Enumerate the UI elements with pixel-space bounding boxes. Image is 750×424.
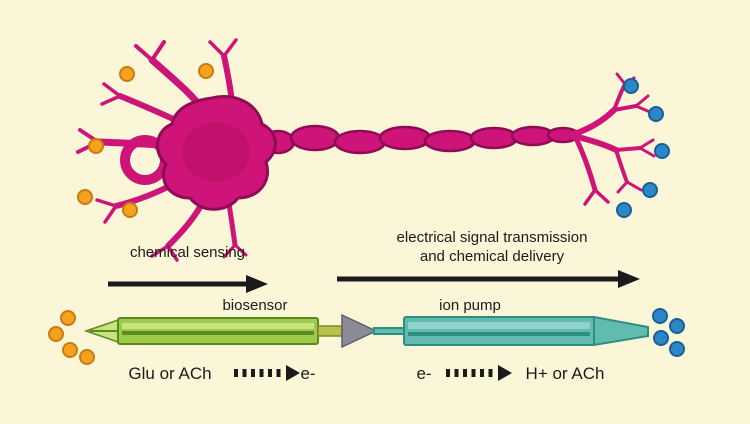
chemical-sensing-label: chemical sensing [129,244,246,261]
ion-pump-tip [593,315,649,347]
ion-pump-body [403,316,595,346]
electron-left-label: e- [300,364,316,383]
biosensor-label: biosensor [222,297,288,314]
ion-pump-label: ion pump [439,297,501,314]
chemical-sensing-arrow [108,275,268,293]
blue-dot [669,341,685,357]
soma-nucleus [182,122,250,182]
orange-dot [198,63,214,79]
blue-dot [616,202,632,218]
blue-dot [654,143,670,159]
biosensor-contact [317,325,343,337]
arrowhead-icon [498,365,512,381]
electrical-signal-label-line1: electrical signal transmission [396,229,588,246]
blue-dot [648,106,664,122]
electrical-signal-label-line2: and chemical delivery [419,248,565,265]
blue-dot [642,182,658,198]
orange-dot [60,310,76,326]
h-or-ach-label: H+ or ACh [525,364,605,383]
arrowhead-icon [618,270,640,288]
blue-dot [623,78,639,94]
blue-dot [652,308,668,324]
orange-dot [48,326,64,342]
biosensor-input-dots [48,310,95,365]
axon-myelin-beads [260,124,580,155]
glu-to-electron-arrow [234,365,300,381]
ion-pump-device [373,315,649,347]
blue-molecule-dots [616,78,670,218]
arrowhead-icon [246,275,268,293]
axon-terminals [571,72,656,206]
blue-dot [669,318,685,334]
orange-dot [62,342,78,358]
orange-molecule-dots [77,63,214,218]
ion-pump-output-dots [652,308,685,357]
electron-right-label: e- [416,364,432,383]
arrowhead-icon [286,365,300,381]
blue-dot [653,330,669,346]
connector-triangle-icon [341,313,378,349]
orange-dot [79,349,95,365]
biosensor-device [83,313,378,349]
glu-or-ach-label: Glu or ACh [128,364,212,383]
orange-dot [77,189,93,205]
neuron-illustration [76,38,656,262]
orange-dot [88,138,104,154]
signal-transmission-arrow [337,270,640,288]
orange-dot [122,202,138,218]
electron-to-ion-arrow [446,365,512,381]
orange-dot [119,66,135,82]
ion-pump-lead [373,327,407,335]
